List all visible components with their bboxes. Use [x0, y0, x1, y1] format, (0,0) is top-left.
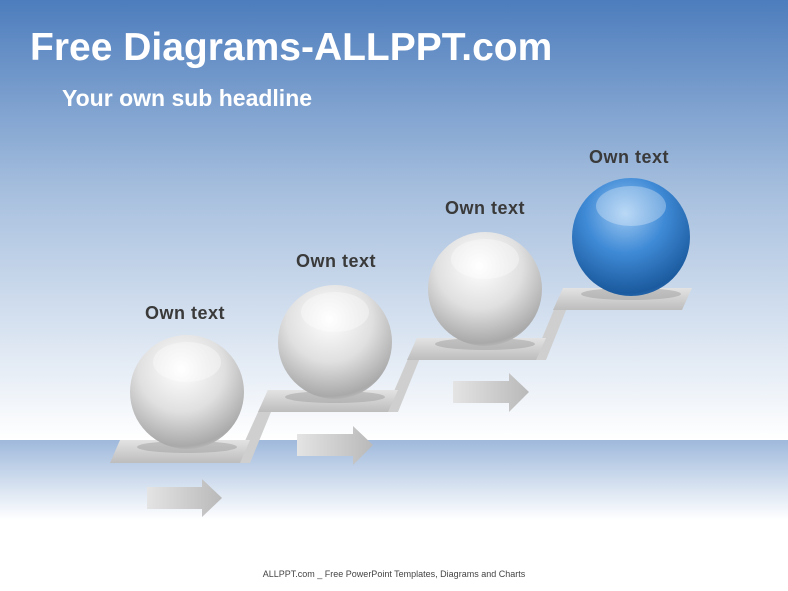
arrow-right-icon [453, 373, 529, 412]
arrow-right-icon [147, 479, 222, 517]
page-title: Free Diagrams-ALLPPT.com [30, 26, 553, 69]
sphere-4 [572, 178, 690, 296]
step-label-3: Own text [445, 198, 525, 218]
sphere-1 [130, 335, 244, 449]
footer-text: ALLPPT.com _ Free PowerPoint Templates, … [262, 569, 526, 579]
step-label-1: Own text [145, 303, 225, 323]
arrow-right-icon [297, 426, 373, 465]
sphere-3 [428, 232, 542, 346]
step-platform-1 [110, 440, 250, 463]
step-label-4: Own text [589, 147, 669, 167]
sphere-2 [278, 285, 392, 399]
step-platform-3 [407, 338, 546, 360]
step-platform-2 [258, 390, 398, 412]
step-label-2: Own text [296, 251, 376, 271]
step-platform-4 [553, 288, 692, 310]
page-subtitle: Your own sub headline [62, 85, 313, 111]
